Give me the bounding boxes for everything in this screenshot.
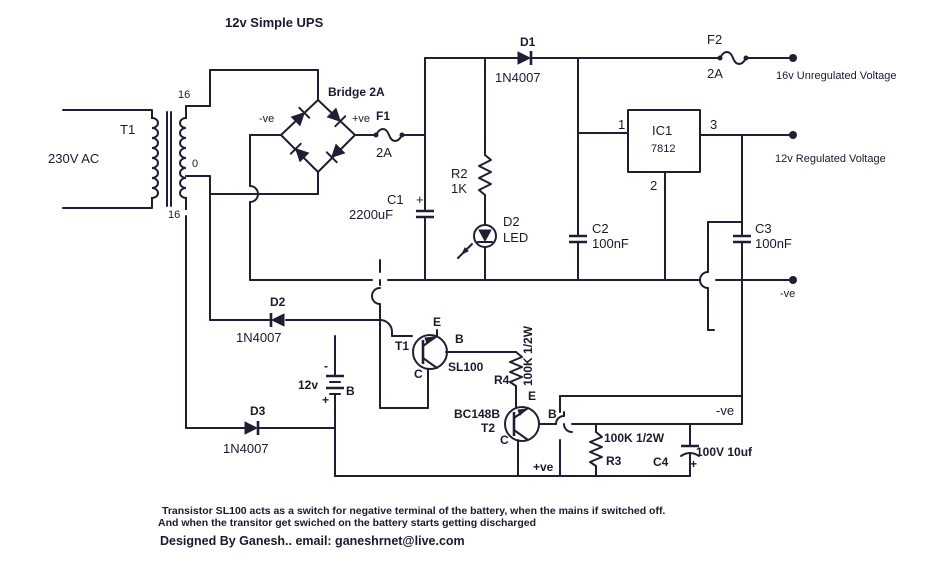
t2-ref: T2: [481, 421, 495, 435]
reg-pin3: 3: [710, 117, 717, 132]
diode1-part: 1N4007: [495, 70, 541, 85]
diode3-part: 1N4007: [223, 441, 269, 456]
cap2-value: 100nF: [592, 236, 629, 251]
input-voltage-label: 230V AC: [48, 151, 99, 166]
bridge-label: Bridge 2A: [328, 85, 385, 99]
res2-ref: R2: [451, 166, 468, 181]
battery-plus: +: [322, 393, 329, 407]
battery-voltage: 12v: [298, 378, 318, 392]
transistor-t2-bc148b: E B C BC148B T2: [454, 389, 557, 477]
led-d2: D2 LED: [457, 214, 528, 259]
res4-ref: R4: [494, 373, 510, 387]
cap1-value: 2200uF: [349, 207, 393, 222]
t1-part: SL100: [448, 360, 484, 374]
resistor-r3: 100K 1/2W R3: [589, 431, 665, 468]
t1-base: B: [455, 332, 464, 346]
regulator-ic1: IC1 7812 1 2 3: [618, 109, 717, 193]
cap2-ref: C2: [592, 221, 609, 236]
bridge-neg-label: -ve: [259, 113, 274, 125]
t2-emitter: E: [528, 389, 536, 403]
ground-output-label: -ve: [780, 288, 795, 300]
svg-text:+: +: [690, 457, 697, 471]
fuse1-rating: 2A: [376, 145, 392, 160]
tap-center-label: 0: [192, 158, 198, 170]
diagram-title: 12v Simple UPS: [225, 15, 324, 30]
transformer-t1: T1 230V AC 16 0 16: [48, 89, 198, 221]
diode2-ref: D2: [270, 295, 286, 309]
diode-d2: D2 1N4007: [236, 295, 286, 345]
fuse2-rating: 2A: [707, 66, 723, 81]
note-line-1: Transistor SL100 acts as a switch for ne…: [162, 505, 665, 517]
capacitor-c1: C1 + 2200uF: [349, 192, 434, 281]
reg-pin2: 2: [650, 178, 657, 193]
cap3-ref: C3: [755, 221, 772, 236]
bridge-pos-label: +ve: [352, 113, 370, 125]
designer-credit: Designed By Ganesh.. email: ganeshrnet@l…: [160, 534, 465, 548]
battery-b: - 12v B +: [298, 339, 355, 429]
cap4-ref: C4: [653, 455, 669, 469]
resistor-r4: R4 100K 1/2W: [494, 325, 535, 387]
diode2-part: 1N4007: [236, 330, 282, 345]
capacitor-c4: 100V 10uf C4 +: [653, 423, 753, 477]
cap1-ref: C1: [387, 192, 404, 207]
res3-ref: R3: [606, 454, 622, 468]
cap4-value: 100V 10uf: [696, 445, 753, 459]
res2-value: 1K: [451, 181, 467, 196]
led-type: LED: [503, 230, 528, 245]
regulator-part: 7812: [651, 143, 675, 155]
resistor-r2: R2 1K: [451, 154, 492, 196]
bridge-rectifier: Bridge 2A -ve +ve: [259, 85, 385, 173]
led-ref: D2: [503, 214, 520, 229]
battery-ref: B: [346, 384, 355, 398]
diode-d1: D1 1N4007: [495, 35, 721, 85]
t1-ref: T1: [395, 339, 409, 353]
bottom-neg-label: -ve: [716, 403, 734, 418]
cap3-value: 100nF: [755, 236, 792, 251]
note-line-2: And when the transitor get swiched on th…: [158, 517, 536, 529]
capacitor-c3: C3 100nF: [733, 221, 792, 251]
reg-pin1: 1: [618, 117, 625, 132]
res4-value: 100K 1/2W: [521, 325, 535, 386]
fuse1-ref: F1: [376, 109, 390, 123]
t2-collector: C: [500, 433, 509, 447]
tap-bottom-label: 16: [168, 209, 180, 221]
fuse2-ref: F2: [707, 32, 722, 47]
fuse-f1: F1 2A: [354, 109, 426, 160]
fuse-f2: F2 2A: [707, 32, 797, 81]
bottom-pos-label: +ve: [533, 460, 554, 474]
regulated-output-label: 12v Regulated Voltage: [775, 153, 886, 165]
diode3-ref: D3: [250, 404, 266, 418]
t2-base: B: [548, 407, 557, 421]
battery-minus: -: [324, 359, 328, 373]
unregulated-output-label: 16v Unregulated Voltage: [776, 70, 896, 82]
t1-emitter: E: [433, 315, 441, 329]
regulator-ref: IC1: [652, 123, 672, 138]
res3-value: 100K 1/2W: [604, 431, 665, 445]
diode1-ref: D1: [520, 35, 536, 49]
tap-top-label: 16: [178, 89, 190, 101]
diode-d3: D3 1N4007: [223, 404, 336, 456]
transistor-t1-sl100: E B C T1 SL100: [395, 315, 501, 381]
transformer-ref: T1: [120, 122, 135, 137]
t2-part: BC148B: [454, 407, 500, 421]
svg-text:+: +: [416, 192, 424, 207]
capacitor-c2: C2 100nF: [569, 221, 629, 281]
t1-collector: C: [414, 367, 423, 381]
